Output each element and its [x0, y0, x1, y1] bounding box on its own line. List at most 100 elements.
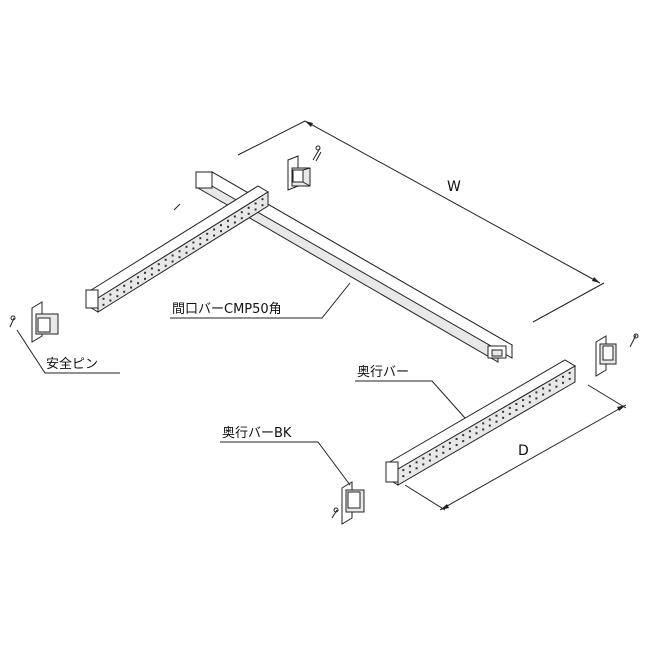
opening-bar-label: 間口バーCMP50角	[172, 302, 282, 317]
perforation-hole	[185, 251, 188, 254]
perforation-hole	[475, 432, 478, 435]
perforation-hole	[171, 260, 174, 263]
callout-depth-bar: 奥行バー	[355, 365, 466, 419]
perforation-hole	[508, 412, 511, 415]
perforation-hole	[247, 206, 250, 209]
perforation-hole	[475, 426, 478, 429]
top-right-bracket	[287, 155, 311, 191]
perforation-hole	[448, 447, 451, 450]
perforation-hole	[409, 471, 411, 474]
perforation-hole	[157, 263, 160, 266]
perforation-hole	[261, 204, 264, 207]
perforation-hole	[123, 290, 126, 293]
perforation-hole	[415, 467, 418, 470]
perforation-hole	[515, 409, 518, 411]
perforation-hole	[116, 289, 119, 292]
callout-opening-bar: 間口バーCMP50角	[170, 282, 351, 319]
safety-pin-icon-bottom	[331, 507, 339, 519]
opening-bar	[195, 171, 514, 363]
upper-left-depth-bar	[85, 185, 269, 313]
perforation-hole	[213, 228, 216, 231]
perforation-hole	[144, 271, 146, 274]
perforation-hole	[435, 455, 438, 458]
perforation-hole	[488, 418, 491, 421]
perforation-hole	[568, 377, 571, 380]
perforation-hole	[508, 406, 511, 409]
perforation-hole	[502, 416, 505, 419]
perforation-hole	[192, 247, 195, 250]
perforation-hole	[548, 389, 551, 392]
width-dimension: W	[237, 120, 605, 323]
perforation-hole	[542, 393, 545, 396]
perforation-hole	[233, 221, 236, 224]
callout-safety-pin: 安全ピン	[16, 329, 120, 374]
perforation-hole	[178, 250, 181, 253]
perforation-hole	[150, 273, 153, 276]
perforation-hole	[562, 375, 564, 378]
perforation-hole	[468, 430, 471, 433]
perforation-hole	[562, 381, 564, 384]
perforation-hole	[522, 399, 525, 402]
perforation-hole	[495, 420, 498, 423]
perforation-hole	[164, 264, 167, 267]
perforation-hole	[555, 385, 558, 388]
perforation-hole	[482, 428, 485, 431]
perforation-hole	[442, 445, 445, 448]
perforation-hole	[102, 297, 105, 300]
perforation-hole	[468, 436, 471, 439]
perforation-hole	[482, 422, 485, 425]
lower-depth-bar	[385, 359, 576, 486]
callout-depth-bar-bk: 奥行バーBK	[220, 426, 351, 486]
perforation-hole	[409, 465, 411, 468]
perforation-hole	[185, 245, 188, 248]
perforation-hole	[555, 379, 558, 382]
depth-label: D	[518, 443, 529, 459]
perforation-hole	[233, 215, 236, 218]
perforation-hole	[102, 303, 105, 306]
perforation-hole	[206, 232, 209, 235]
perforation-hole	[462, 440, 465, 443]
perforation-hole	[548, 383, 551, 386]
perforation-hole	[130, 286, 133, 289]
perforation-hole	[455, 444, 458, 446]
safety-pin-icon-left	[9, 315, 16, 328]
perforation-hole	[116, 295, 119, 298]
perforation-hole	[247, 212, 250, 215]
perforation-hole	[137, 282, 139, 285]
perforation-hole	[144, 277, 146, 280]
perforation-hole	[522, 405, 525, 408]
perforation-hole	[502, 410, 505, 413]
perforation-hole	[109, 293, 112, 296]
perforation-hole	[206, 238, 209, 241]
perforation-hole	[535, 397, 538, 400]
perforation-hole	[199, 243, 202, 246]
perforation-hole	[462, 434, 465, 437]
perforation-hole	[213, 234, 216, 237]
perforation-hole	[220, 230, 222, 233]
right-bracket	[595, 335, 617, 377]
perforation-hole	[402, 475, 405, 478]
perforation-hole	[130, 280, 133, 283]
perforation-hole	[428, 459, 431, 462]
perforation-hole	[528, 395, 531, 398]
perforation-hole	[535, 391, 538, 394]
perforation-hole	[227, 219, 229, 222]
perforation-hole	[109, 299, 112, 302]
perforation-hole	[150, 267, 153, 270]
perforation-hole	[568, 371, 571, 374]
perforation-hole	[448, 441, 451, 444]
perforation-hole	[542, 387, 545, 390]
depth-dimension: D	[404, 384, 627, 511]
depth-bar-bk-label: 奥行バーBK	[222, 426, 292, 441]
bk-bracket	[341, 481, 365, 525]
perforation-hole	[254, 208, 257, 211]
perforation-hole	[528, 401, 531, 404]
perforation-hole	[240, 217, 243, 220]
small-pin-icon	[173, 203, 181, 211]
width-label: W	[447, 179, 461, 195]
perforation-hole	[402, 469, 405, 472]
perforation-hole	[261, 198, 264, 201]
perforation-hole	[171, 254, 174, 257]
perforation-hole	[220, 224, 222, 227]
